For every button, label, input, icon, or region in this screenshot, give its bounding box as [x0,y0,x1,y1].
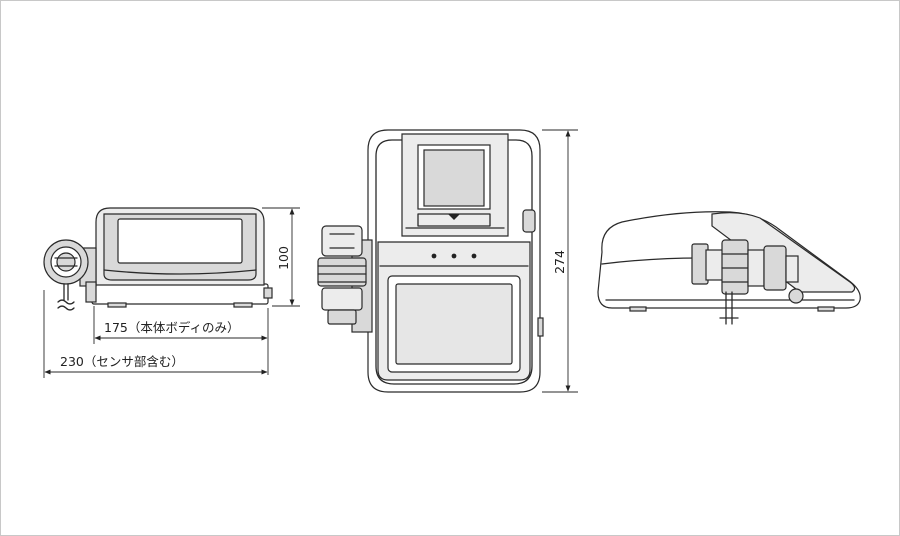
sensor-top [321,225,363,257]
side-switch [522,209,536,233]
body-width-dimension-label: 175（本体ボディのみ） [104,320,239,335]
sensor-arm-lower [85,281,97,303]
sensor-tip [327,309,357,325]
side-view [597,211,861,325]
touch-screen [395,283,513,365]
total-width-dimension-label: 230（センサ部含む） [60,354,184,369]
sensor-body [317,257,367,287]
printer-paper [423,149,485,207]
depth-dimension-label: 274 [552,250,567,274]
led-3 [471,253,477,259]
front-foot-left [107,302,127,308]
side-sensor-mid [747,249,765,287]
front-side-plug [263,287,273,299]
side-sensor-neck [705,249,725,281]
paper-arrow-icon [448,214,460,220]
led-2 [451,253,457,259]
front-display [117,218,243,264]
led-1 [431,253,437,259]
side-foot-left [629,306,647,312]
sensor-core [56,252,76,272]
side-sensor-right [763,245,787,291]
front-foot-right [233,302,253,308]
sensor-lower [321,287,363,311]
height-dimension-label: 100 [276,246,291,270]
top-view: 274 [317,129,578,393]
front-base [91,283,269,305]
side-sensor-end [785,255,799,283]
side-foot-right [817,306,835,312]
side-sensor-body [721,239,749,295]
side-notch [537,317,544,337]
front-view: 100 175（本体ボディのみ） 230（センサ部含む） [43,207,300,378]
side-knob [788,288,804,304]
